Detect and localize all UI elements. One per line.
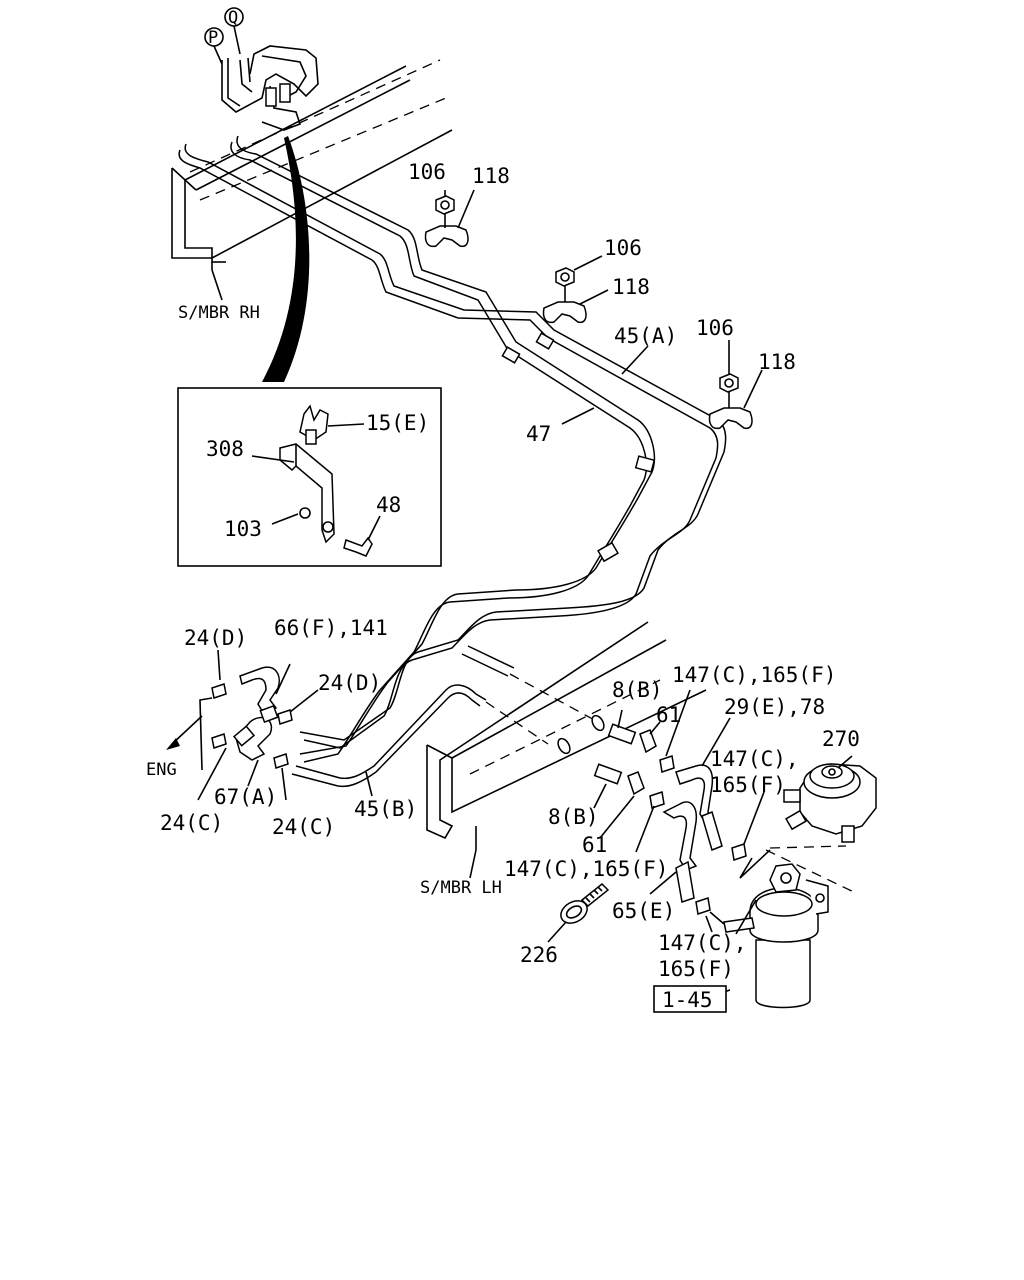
label-48: 48	[376, 493, 401, 517]
pipe-joints	[501, 332, 656, 563]
clamp-106-118-a: 106 118	[408, 160, 510, 248]
label-308: 308	[206, 437, 244, 461]
label-1-45: 1-45	[662, 988, 713, 1012]
label-8b-b: 8(B)	[548, 805, 599, 829]
side-member-lh	[426, 621, 707, 850]
hose-group-left: ENG 24(D) 66(F),141 24(D) 67(A) 24(C) 24…	[146, 616, 417, 839]
label-118-a: 118	[472, 164, 510, 188]
label-147c-d1: 147(C),	[658, 931, 747, 955]
label-q: Q	[228, 8, 238, 28]
leader-47	[561, 407, 595, 425]
detail-inset: 15(E) 308 48 103	[177, 387, 442, 567]
label-106-a: 106	[408, 160, 446, 184]
label-24d-b: 24(D)	[318, 671, 381, 695]
label-226: 226	[520, 943, 558, 967]
fuel-pipe-45b	[291, 645, 599, 788]
label-24c-a: 24(C)	[160, 811, 223, 835]
reference-box-1-45	[653, 985, 727, 1013]
label-61-a: 61	[656, 703, 681, 727]
label-66f-141: 66(F),141	[274, 616, 388, 640]
label-65e: 65(E)	[612, 899, 675, 923]
label-106-b: 106	[604, 236, 642, 260]
label-147c-165f-a: 147(C),165(F)	[672, 663, 836, 687]
detail-pointer-arrow	[262, 136, 310, 382]
label-eng: ENG	[146, 760, 177, 780]
label-270: 270	[822, 727, 860, 751]
label-67a: 67(A)	[214, 785, 277, 809]
label-103: 103	[224, 517, 262, 541]
label-165f-b2: 165(F)	[710, 773, 786, 797]
top-connector-assembly: P Q	[204, 7, 319, 131]
label-s-mbr-lh: S/MBR LH	[420, 878, 502, 898]
clamp-106-118-c: 106 118	[696, 316, 796, 430]
label-61-b: 61	[582, 833, 607, 857]
leader-s-mbr-lh	[469, 849, 477, 879]
label-s-mbr-rh: S/MBR RH	[178, 303, 260, 323]
side-member-rh	[171, 59, 453, 270]
label-147c-165f-c: 147(C),165(F)	[504, 857, 668, 881]
label-15e: 15(E)	[366, 411, 429, 435]
label-165f-d2: 165(F)	[658, 957, 734, 981]
label-24c-b: 24(C)	[272, 815, 335, 839]
leader-s-mbr-rh	[211, 269, 223, 301]
fuel-pipe-47	[230, 135, 656, 763]
hose-group-right: 8(B) 61 147(C),165(F) 29(E),78 147(C), 1…	[504, 663, 836, 933]
clamp-106-118-b: 106 118	[542, 236, 650, 324]
fuel-filter: 147(C), 165(F) 1-45	[653, 845, 859, 1013]
label-45b: 45(B)	[354, 797, 417, 821]
cable-tie-226: 226	[520, 882, 610, 967]
label-24d-a: 24(D)	[184, 626, 247, 650]
fuel-pipe-45a	[178, 143, 727, 749]
label-8b-a: 8(B)	[612, 678, 663, 702]
label-29e-78: 29(E),78	[724, 695, 825, 719]
label-147c-b1: 147(C),	[710, 747, 799, 771]
label-47: 47	[526, 422, 551, 446]
leader-45a	[621, 345, 649, 375]
label-p: P	[208, 28, 218, 48]
label-118-b: 118	[612, 275, 650, 299]
label-118-c: 118	[758, 350, 796, 374]
label-45a: 45(A)	[614, 324, 677, 348]
priming-pump-270: 270	[783, 727, 877, 843]
label-106-c: 106	[696, 316, 734, 340]
